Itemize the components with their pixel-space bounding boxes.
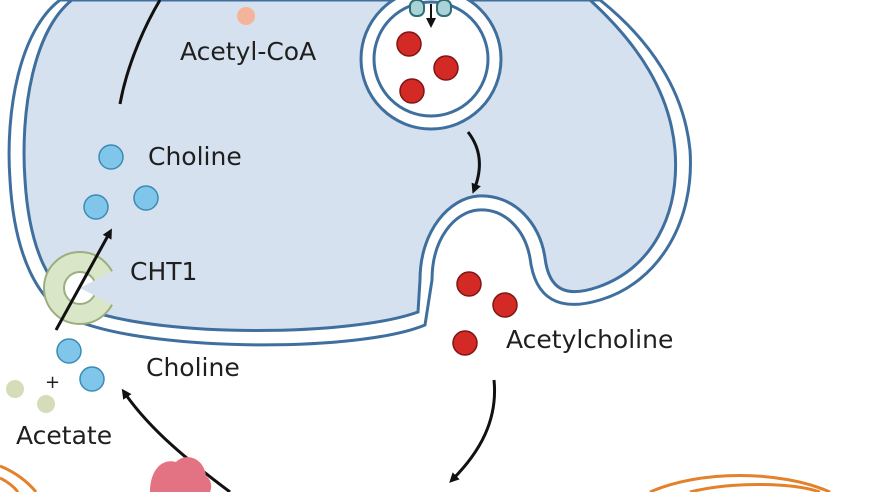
vesicular-transporter-icon	[409, 0, 452, 28]
choline-outside-label: Choline	[146, 353, 240, 382]
choline-outside-1	[56, 338, 82, 364]
choline-uptake-arrow	[54, 228, 112, 331]
postsynaptic-membrane-right	[649, 474, 831, 492]
choline-outside-2	[79, 366, 105, 392]
postsynaptic-membrane-left-inner	[0, 476, 20, 492]
choline-inside-2	[133, 185, 159, 211]
choline-inside-1	[98, 144, 124, 170]
vesicle-acetylcholine-2	[433, 55, 459, 81]
acetylcholine-diffusion-arrow	[449, 379, 497, 483]
vesicle-acetylcholine-3	[399, 78, 425, 104]
choline-inside-label: Choline	[148, 142, 242, 171]
acetyl-coa-molecule	[237, 7, 255, 25]
acetate-label: Acetate	[16, 421, 112, 450]
presynaptic-cytoplasm	[22, 0, 678, 332]
synthesis-arrow	[118, 0, 162, 105]
cht1-label: CHT1	[130, 257, 197, 286]
acetyl-coa-label: Acetyl-CoA	[180, 37, 316, 66]
vesicle-acetylcholine-1	[396, 31, 422, 57]
postsynaptic-membrane-left	[0, 464, 38, 492]
acetate-molecule-2	[37, 395, 55, 413]
released-acetylcholine-1	[456, 271, 482, 297]
ache-enzyme-icon	[150, 457, 212, 492]
released-acetylcholine-2	[492, 292, 518, 318]
vesicle-release-arrow	[466, 131, 481, 194]
released-acetylcholine-3	[452, 330, 478, 356]
postsynaptic-membrane-right-inner	[689, 483, 821, 492]
acetate-molecule-1	[6, 380, 24, 398]
choline-inside-3	[83, 194, 109, 220]
acetylcholine-label: Acetylcholine	[506, 325, 673, 354]
plus-sign: +	[45, 372, 60, 393]
choline-recycling-arrow	[121, 388, 231, 492]
